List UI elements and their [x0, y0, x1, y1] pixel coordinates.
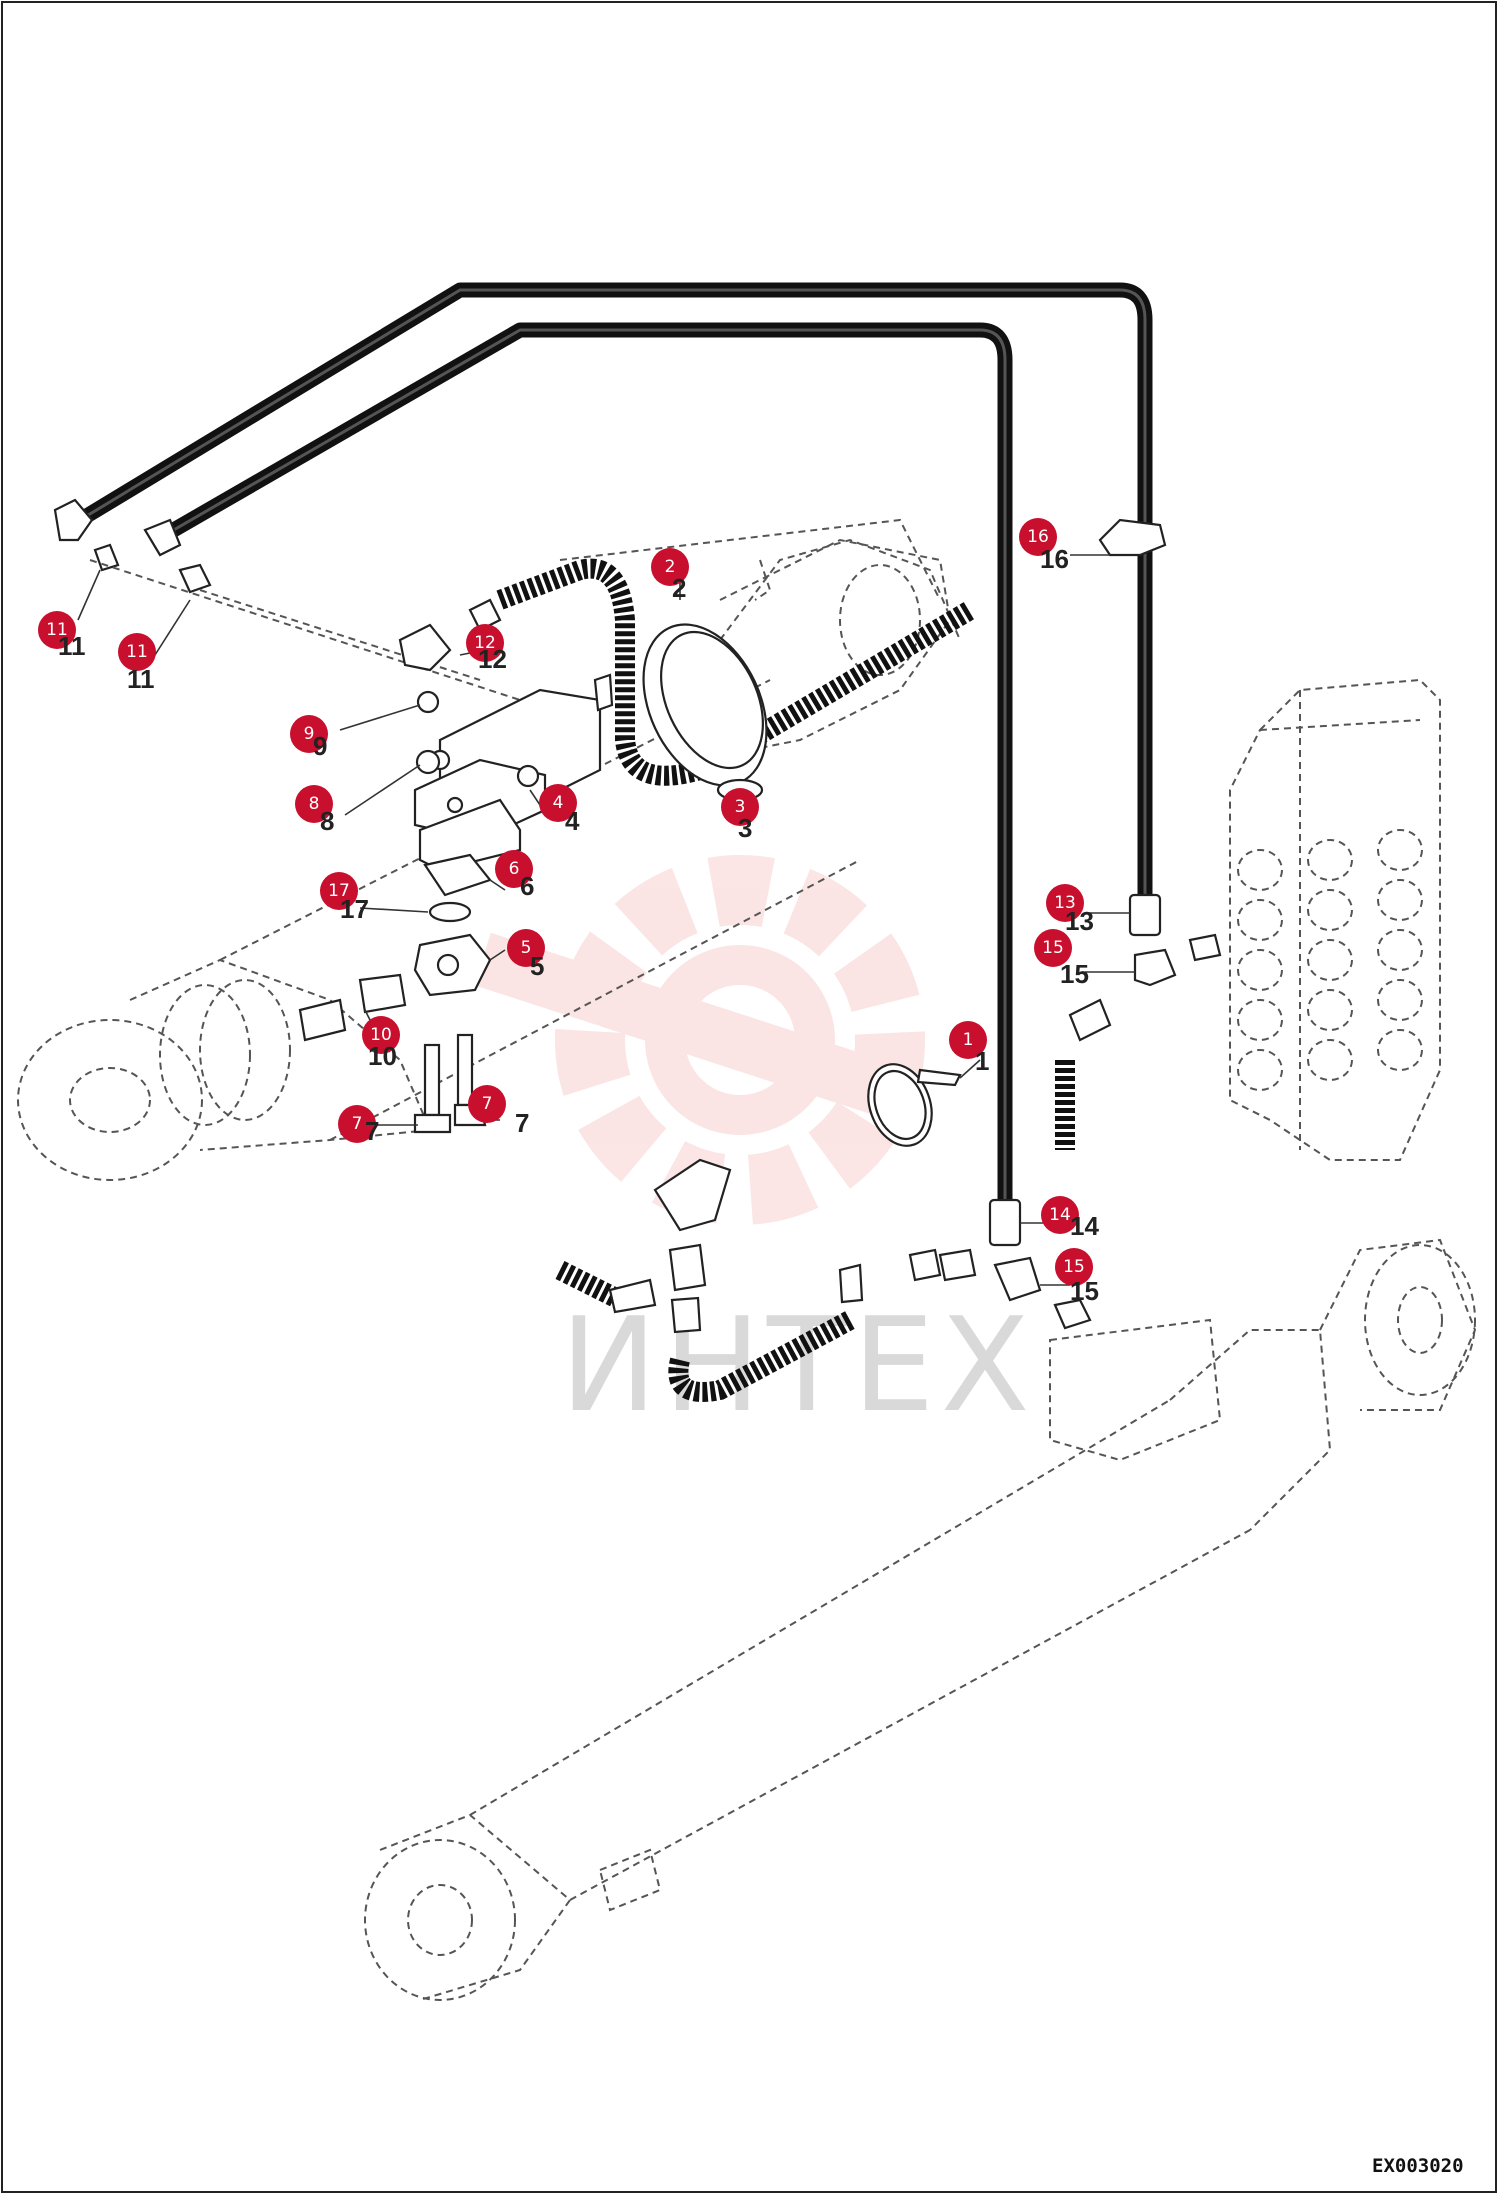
svg-text:8: 8 [309, 794, 320, 814]
part-15-adapter-lower [938, 1248, 1092, 1330]
part-16-clip [1098, 518, 1167, 557]
svg-text:3: 3 [735, 797, 746, 817]
part-4-plug [516, 764, 540, 788]
callout-label-17: 17 [340, 894, 369, 924]
callout-label-3: 3 [738, 813, 752, 843]
callout-4[interactable]: 4 [539, 784, 577, 822]
hose-long-outer [72, 282, 1153, 908]
part-17-o-ring [428, 901, 472, 923]
callout-17[interactable]: 17 [320, 872, 358, 910]
svg-text:10: 10 [370, 1025, 392, 1045]
svg-text:11: 11 [126, 642, 148, 662]
callout-12[interactable]: 12 [466, 624, 504, 662]
leader-lines [77, 554, 1135, 1286]
axis-line-1 [89, 559, 521, 701]
svg-text:9: 9 [304, 724, 315, 744]
callout-9[interactable]: 9 [290, 715, 328, 753]
part-13-hose-end [1128, 893, 1162, 937]
part-5-adapter [413, 933, 492, 997]
hose-long-inner [157, 322, 1013, 1208]
part-10-fitting [298, 973, 407, 1042]
drawing-code: EX003020 [1372, 2155, 1464, 2177]
svg-text:7: 7 [352, 1114, 363, 1134]
callout-label-8: 8 [320, 806, 334, 836]
callout-11-right[interactable]: 11 [118, 633, 156, 671]
callout-label-16: 16 [1040, 544, 1069, 574]
tee-fitting-cluster [608, 1158, 942, 1334]
callout-label-11-right: 11 [127, 664, 155, 694]
callout-8[interactable]: 8 [295, 785, 333, 823]
callout-label-7-left: 7 [365, 1116, 379, 1146]
svg-text:15: 15 [1042, 938, 1064, 958]
svg-text:7: 7 [482, 1094, 493, 1114]
fitting-12 [398, 598, 502, 672]
part-14-hose-end [988, 1198, 1022, 1247]
callout-label-11-left: 11 [58, 631, 86, 661]
callout-3[interactable]: 3 [721, 788, 759, 826]
svg-text:1: 1 [963, 1030, 974, 1050]
callout-label-9: 9 [313, 731, 327, 761]
boom-cylinder-left-outline [17, 518, 961, 1181]
svg-text:15: 15 [1063, 1257, 1085, 1277]
spring-guard-hose-lower [555, 1060, 1075, 1402]
svg-text:14: 14 [1049, 1205, 1071, 1225]
fitting-11-left [53, 498, 120, 572]
part-2-band-clamp [642, 623, 768, 787]
callout-11-left[interactable]: 11 [38, 611, 76, 649]
callout-7-right[interactable]: 7 [468, 1085, 506, 1123]
callout-6[interactable]: 6 [495, 850, 533, 888]
callout-label-14: 14 [1070, 1211, 1099, 1241]
svg-text:12: 12 [474, 633, 496, 653]
svg-text:17: 17 [328, 881, 350, 901]
svg-text:5: 5 [521, 938, 532, 958]
callout-10[interactable]: 10 [362, 1016, 400, 1054]
watermark-text: ИНТЕХ [560, 1289, 1036, 1441]
boom-cylinder-lower-outline [364, 1238, 1477, 2001]
callout-1[interactable]: 1 [949, 1021, 987, 1059]
callout-label-10: 10 [368, 1041, 397, 1071]
callout-15-upper[interactable]: 15 [1034, 929, 1072, 967]
spring-guard-hose-upper [496, 558, 976, 786]
svg-text:2: 2 [665, 557, 676, 577]
svg-text:6: 6 [509, 859, 520, 879]
callout-label-15-lower: 15 [1070, 1276, 1099, 1306]
callout-label-2: 2 [672, 573, 686, 603]
callout-label-4: 4 [565, 806, 580, 836]
fitting-11-right [143, 518, 212, 594]
callout-14[interactable]: 14 [1041, 1196, 1079, 1234]
callout-label-15-upper: 15 [1060, 959, 1089, 989]
callout-label-6: 6 [520, 871, 534, 901]
arm-cylinder-outline [699, 538, 952, 761]
callout-7-left[interactable]: 7 [338, 1105, 376, 1143]
callout-13[interactable]: 13 [1046, 884, 1084, 922]
callout-5[interactable]: 5 [507, 929, 545, 967]
callout-label-7-right: 7 [515, 1108, 529, 1138]
part-9-washer [416, 690, 440, 714]
callout-label-5: 5 [530, 951, 544, 981]
callout-label-1: 1 [975, 1046, 989, 1076]
watermark-logo [473, 855, 925, 1225]
callout-16[interactable]: 16 [1019, 518, 1057, 556]
callout-label-13: 13 [1065, 906, 1094, 936]
part-8-plug [415, 749, 441, 775]
svg-text:11: 11 [46, 620, 68, 640]
relief-valve-block [413, 673, 614, 872]
callout-15-lower[interactable]: 15 [1055, 1248, 1093, 1286]
control-valve-bank-outline [1229, 678, 1441, 1161]
svg-text:16: 16 [1027, 527, 1049, 547]
svg-text:4: 4 [553, 793, 564, 813]
part-7-bolts [413, 1033, 487, 1134]
part-15-adapter-upper [1068, 933, 1222, 1042]
part-1-hose-clamp [867, 1063, 962, 1147]
callout-2[interactable]: 2 [651, 548, 689, 586]
svg-text:13: 13 [1054, 893, 1076, 913]
callout-label-12: 12 [478, 644, 507, 674]
